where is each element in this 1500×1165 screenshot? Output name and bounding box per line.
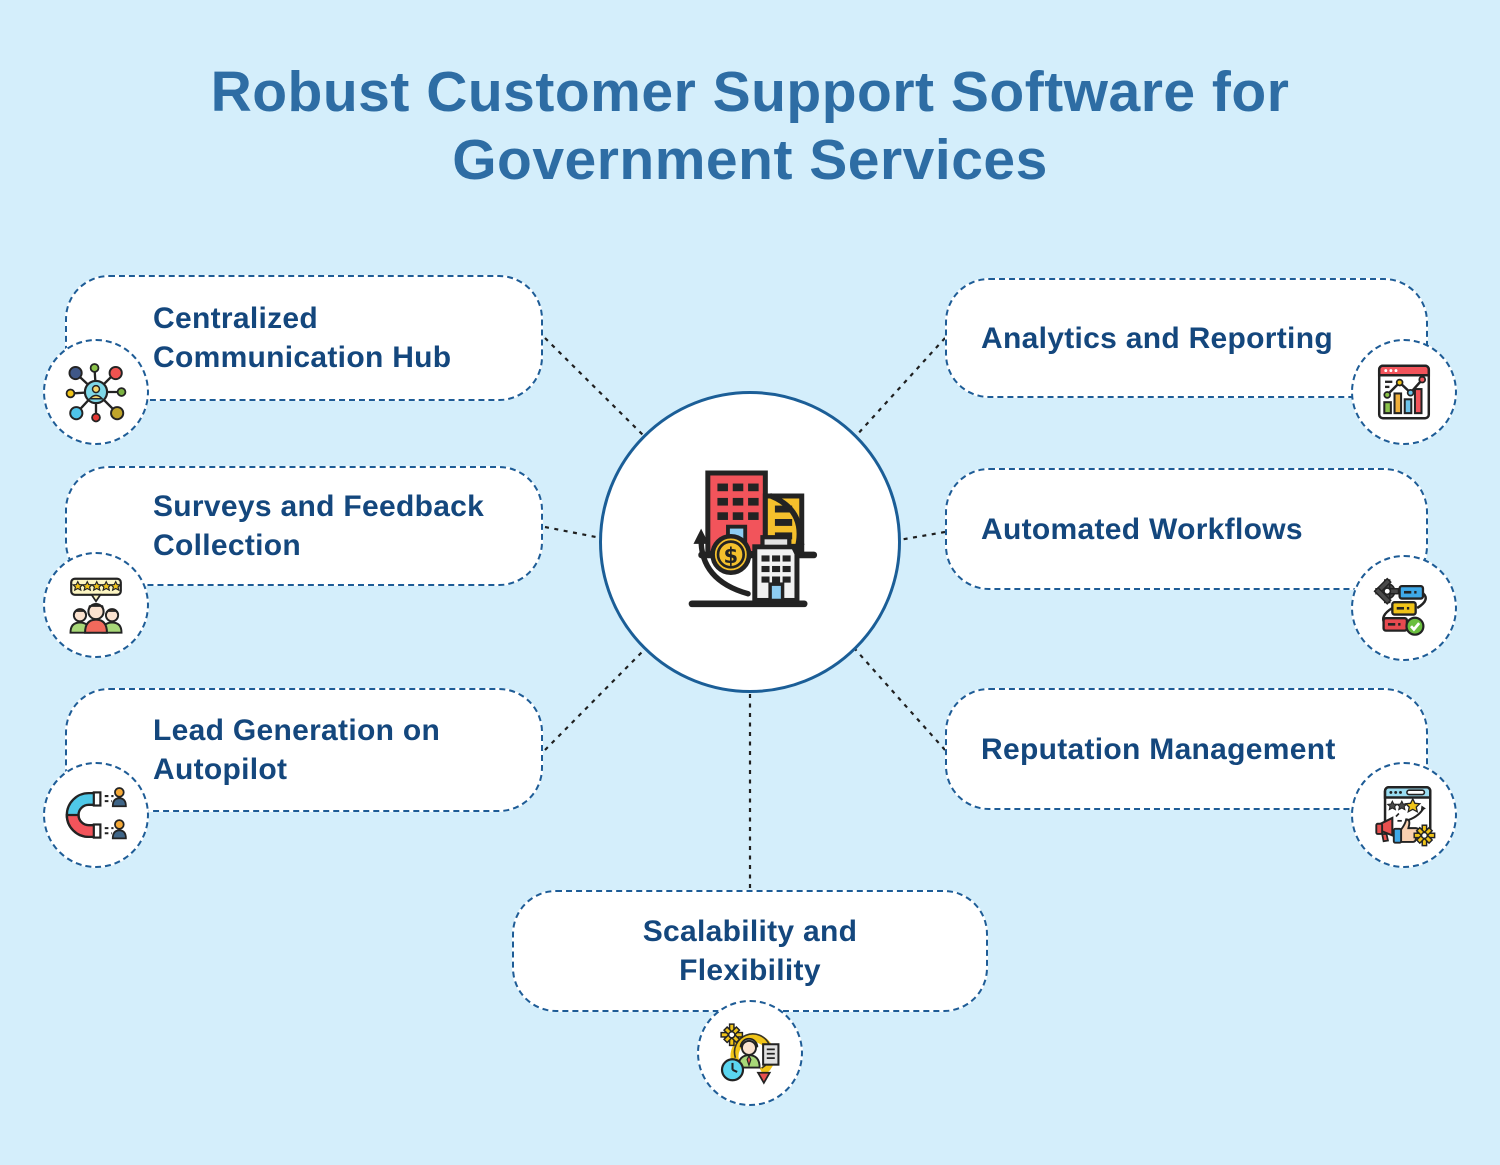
icon-circle-automated-workflows <box>1351 555 1457 661</box>
customer-feedback-stars-icon <box>69 577 123 634</box>
feature-label: Scalability and Flexibility <box>642 915 858 987</box>
icon-circle-reputation-management <box>1351 762 1457 868</box>
page-title-line1: Robust Customer Support Software for <box>210 60 1290 124</box>
feature-label: Surveys and Feedback Collection <box>153 490 485 562</box>
reputation-review-icon <box>1375 786 1436 847</box>
feature-label: Analytics and Reporting <box>981 321 1333 355</box>
icon-circle-scalability-flexibility <box>697 1000 803 1106</box>
feature-box-analytics-reporting: Analytics and Reporting <box>945 278 1428 398</box>
hub-network-icon <box>65 363 127 423</box>
feature-box-automated-workflows: Automated Workflows <box>945 468 1428 590</box>
icon-circle-lead-generation <box>43 762 149 868</box>
icon-circle-surveys-feedback <box>43 552 149 658</box>
feature-label: Centralized Communication Hub <box>153 302 452 374</box>
feature-label: Automated Workflows <box>981 512 1303 546</box>
feature-box-lead-generation-autopilot: Lead Generation on Autopilot <box>65 688 543 812</box>
analytics-chart-icon <box>1377 364 1431 420</box>
central-hub-circle: $ <box>599 391 901 693</box>
feature-box-reputation-management: Reputation Management <box>945 688 1428 810</box>
page-title: Robust Customer Support Software for Gov… <box>0 58 1500 194</box>
workflow-automation-icon <box>1373 577 1427 636</box>
feature-box-surveys-feedback-collection: Surveys and Feedback Collection <box>65 466 543 586</box>
business-money-exchange-icon: $ <box>688 470 818 608</box>
feature-box-scalability-flexibility: Scalability and Flexibility <box>512 890 988 1012</box>
lead-magnet-icon <box>65 787 127 840</box>
feature-label: Lead Generation on Autopilot <box>153 714 441 786</box>
page-title-line2: Government Services <box>452 128 1048 192</box>
icon-circle-centralized-communication <box>43 339 149 445</box>
svg-text:$: $ <box>723 543 738 568</box>
feature-label: Reputation Management <box>981 732 1336 766</box>
icon-circle-analytics-reporting <box>1351 339 1457 445</box>
scalability-cycle-icon <box>720 1023 780 1085</box>
